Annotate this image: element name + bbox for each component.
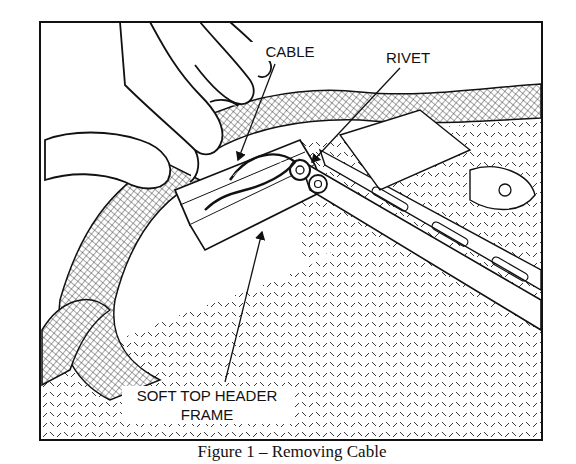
leader-line — [225, 232, 262, 382]
part-label: CABLE — [245, 42, 335, 61]
fabric-roll — [42, 300, 110, 385]
hand — [45, 22, 271, 189]
cable — [205, 155, 295, 210]
figure-caption: Figure 1 – Removing Cable — [198, 442, 387, 462]
part-label: SOFT TOP HEADER FRAME — [122, 386, 292, 424]
latch — [470, 167, 535, 210]
leader-line — [312, 68, 400, 162]
bow-rail — [300, 160, 541, 330]
part-label: RIVET — [363, 48, 453, 67]
bracket — [340, 110, 470, 190]
frame-border — [40, 22, 542, 440]
leader-line — [238, 64, 275, 160]
